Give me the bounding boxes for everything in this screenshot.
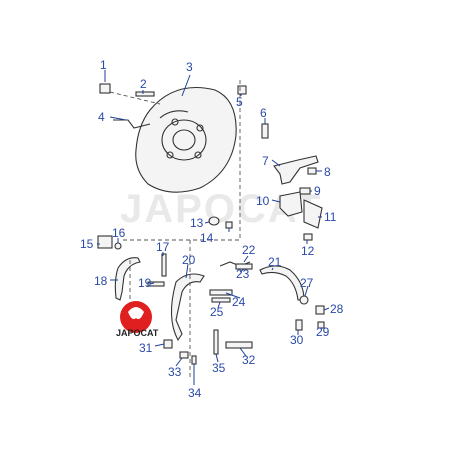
spring-part-30 <box>295 319 303 331</box>
parking-lever-part <box>273 155 319 185</box>
callout-3: 3 <box>186 60 193 74</box>
nut-part-14 <box>225 221 233 229</box>
caliper-part-11 <box>303 199 323 229</box>
cable-bracket-part <box>113 119 151 129</box>
adjuster-part-19 <box>147 281 165 287</box>
backing-plate-bolt-part <box>135 91 155 97</box>
callout-25: 25 <box>210 305 224 319</box>
pin-part-17 <box>161 253 167 277</box>
callout-2: 2 <box>140 77 147 91</box>
callout-33: 33 <box>168 365 182 379</box>
brand-logo: JAPOCAT <box>116 301 159 338</box>
callout-8: 8 <box>324 165 331 179</box>
callout-6: 6 <box>260 106 267 120</box>
lever-bolt-part <box>261 123 269 139</box>
callout-24: 24 <box>232 295 246 309</box>
callout-4: 4 <box>98 110 105 124</box>
assembly-guide-line <box>109 91 161 105</box>
callout-10: 10 <box>256 194 270 208</box>
washer-part-13 <box>208 216 220 226</box>
callout-14: 14 <box>200 231 214 245</box>
callout-7: 7 <box>262 154 269 168</box>
brake-shoe-part-18 <box>114 257 141 301</box>
spring-part-33 <box>179 351 189 359</box>
nut-part-28 <box>315 305 325 315</box>
backing-plate <box>135 86 237 193</box>
callout-20: 20 <box>182 253 196 267</box>
clip-part-8 <box>307 167 317 175</box>
clip-part-31 <box>163 339 173 349</box>
callout-31: 31 <box>139 341 153 355</box>
callout-11: 11 <box>324 210 337 224</box>
callout-34: 34 <box>188 386 202 400</box>
pin-part-27 <box>299 295 309 305</box>
callout-35: 35 <box>212 361 226 375</box>
pin-part-16 <box>114 242 122 250</box>
callout-13: 13 <box>190 216 204 230</box>
pin-part-34 <box>191 355 197 365</box>
callout-29: 29 <box>316 325 330 339</box>
brake-shoe-part-21 <box>259 265 305 301</box>
clip-part-12 <box>303 233 313 241</box>
strut-part-24 <box>209 289 233 296</box>
callout-19: 19 <box>138 276 152 290</box>
cylinder-part-32 <box>225 341 253 349</box>
strut-part-25 <box>211 297 231 303</box>
callout-27: 27 <box>300 276 314 290</box>
callout-18: 18 <box>94 274 108 288</box>
callout-5: 5 <box>236 95 243 109</box>
assembly-guide-line <box>120 80 241 241</box>
brand-logo-emblem <box>128 307 144 320</box>
plate-part-15 <box>97 235 113 249</box>
hub-nut-part <box>99 83 111 94</box>
washer-part-29 <box>317 321 325 329</box>
caliper-part-10 <box>279 191 303 217</box>
rod-part-35 <box>213 329 219 355</box>
callout-16: 16 <box>112 226 126 240</box>
pin-part-9 <box>299 187 311 195</box>
callout-21: 21 <box>268 255 282 269</box>
callout-leaders <box>97 70 330 385</box>
bleeder-cap-part <box>237 85 247 95</box>
brand-logo-text: JAPOCAT <box>116 328 159 338</box>
callout-23: 23 <box>236 267 250 281</box>
brake-shoe-part-20 <box>170 273 205 342</box>
callout-28: 28 <box>330 302 344 316</box>
callout-1: 1 <box>100 58 107 72</box>
callout-labels: 1 2 3 4 5 6 7 8 9 10 11 12 13 14 15 16 1… <box>80 58 344 400</box>
callout-30: 30 <box>290 333 304 347</box>
callout-32: 32 <box>242 353 256 367</box>
callout-12: 12 <box>301 244 315 258</box>
callout-22: 22 <box>242 243 256 257</box>
callout-17: 17 <box>156 240 170 254</box>
callout-9: 9 <box>314 184 321 198</box>
callout-15: 15 <box>80 237 94 251</box>
